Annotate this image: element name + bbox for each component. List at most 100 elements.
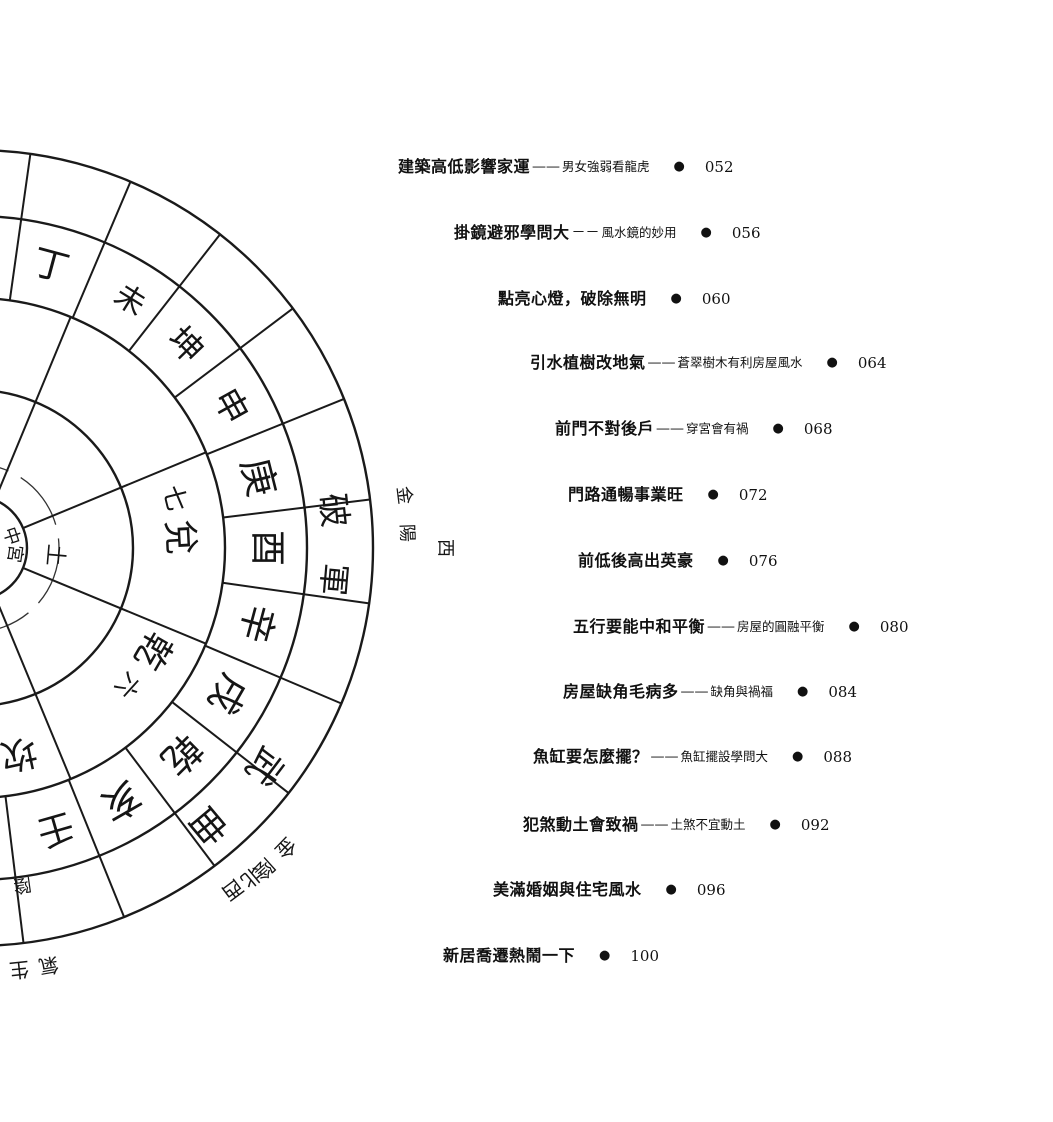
compass-char: 乾: [126, 625, 180, 677]
compass-spoke: [171, 701, 290, 794]
compass-char: 宮: [3, 543, 26, 564]
bullet-icon: ●: [700, 225, 712, 240]
compass-char: 陽: [396, 524, 418, 543]
compass-char: 六: [109, 667, 146, 704]
compass-ring: [0, 215, 309, 881]
toc-entry-title: 五行要能中和平衡: [573, 617, 706, 636]
toc-entry-title: 引水植樹改地氣: [530, 353, 646, 372]
compass-spoke: [0, 316, 72, 491]
compass-spoke: [204, 644, 342, 705]
compass-spoke: [67, 779, 126, 918]
compass-char: 七: [156, 482, 191, 515]
compass-char: 陰: [12, 873, 33, 896]
toc-entry[interactable]: 美滿婚姻與住宅風水●096: [493, 880, 726, 900]
toc-entry[interactable]: 點亮心燈，破除無明 ● 060: [498, 289, 731, 309]
compass-char: 亥: [94, 772, 149, 829]
compass-ring: [0, 149, 375, 947]
toc-entry-title: 建築高低影響家運: [398, 157, 531, 176]
bullet-icon: ●: [826, 355, 838, 370]
toc-entry-page: 080: [879, 618, 909, 636]
compass-char: 坤: [159, 319, 211, 371]
compass-spoke: [22, 566, 207, 645]
toc-entry-dash: ——: [656, 421, 685, 437]
toc-entry-subtitle: 穿宮會有禍: [686, 421, 749, 436]
toc-entry[interactable]: 新居喬遷熱鬧一下●100: [443, 946, 659, 966]
toc-entry[interactable]: 前門不對後戶——穿宮會有禍●068: [555, 419, 833, 439]
bullet-icon: ●: [599, 948, 611, 963]
toc-entry[interactable]: 房屋缺角毛病多——缺角與禍福●084: [563, 682, 857, 702]
compass-ring: [0, 390, 135, 706]
compass-char: 壬: [33, 804, 79, 853]
compass-char: 中: [0, 524, 24, 548]
compass-char: 申: [205, 382, 256, 431]
toc-entry-page: 096: [696, 881, 726, 899]
compass-char: 未: [108, 278, 152, 324]
compass-spoke: [206, 397, 345, 456]
bullet-icon: ●: [717, 553, 729, 568]
toc-entry-dash: ——: [640, 817, 669, 833]
bullet-icon: ●: [792, 749, 804, 764]
compass-char: 氣: [37, 952, 61, 979]
toc-entry-dash: ——: [707, 619, 736, 635]
toc-entry-subtitle: 缺角與禍福: [710, 684, 774, 699]
bullet-icon: ●: [848, 619, 860, 634]
compass-char: 乾: [152, 725, 210, 783]
compass-char: 戌: [199, 667, 256, 722]
compass-char: 坎: [0, 730, 41, 778]
compass-char: 庚: [232, 454, 284, 502]
toc-entry[interactable]: 掛鏡避邪學問大－－風水鏡的妙用●056: [454, 223, 761, 243]
toc-entry[interactable]: 五行要能中和平衡——房屋的圓融平衡●080: [573, 617, 909, 637]
compass-spoke: [222, 581, 370, 605]
toc-entry-subtitle: 土煞不宜動土: [670, 817, 746, 832]
toc-entry-title: 掛鏡避邪學問大: [454, 223, 570, 242]
toc-entry-title: 門路通暢事業旺: [568, 485, 684, 504]
compass-diagram: 中宮土兌七乾六坎庚酉辛戌乾亥壬丁未坤申破軍武曲金陽西金陰北西氣生陰: [0, 149, 456, 983]
compass-char: 破: [311, 491, 354, 529]
compass-rings: [0, 149, 375, 947]
toc-entry-dash: －－: [571, 225, 600, 241]
toc-entry-page: 072: [738, 486, 768, 504]
toc-entry-page: 084: [828, 683, 858, 701]
toc-entry-dash: ——: [647, 355, 676, 371]
compass-char: 辛: [231, 600, 283, 648]
compass-char: 兌: [158, 518, 201, 556]
toc-entry-subtitle: 蒼翠樹木有利房屋風水: [677, 355, 803, 370]
toc-entry-page: 092: [800, 816, 830, 834]
bullet-icon: ●: [673, 159, 685, 174]
toc-entry-page: 052: [704, 158, 734, 176]
bullet-icon: ●: [670, 291, 682, 306]
toc-entry[interactable]: 門路通暢事業旺●072: [568, 485, 768, 505]
toc-entry-subtitle: 男女強弱看龍虎: [562, 159, 650, 174]
toc-entry-title: 點亮心燈，破除無明: [498, 289, 647, 308]
toc-entry-page: 060: [701, 290, 731, 308]
toc-entry[interactable]: 前低後高出英豪 ● 076: [578, 551, 778, 571]
compass-spoke: [128, 233, 221, 352]
toc-entry-title: 魚缸要怎麼擺？: [533, 747, 649, 766]
toc-entry-page: 056: [731, 224, 761, 242]
toc-entry-title: 前低後高出英豪: [578, 551, 694, 570]
toc-entry[interactable]: 犯煞動土會致禍——土煞不宜動土●092: [523, 815, 830, 835]
toc-entry-page: 076: [748, 552, 778, 570]
toc-entry[interactable]: 魚缸要怎麼擺？——魚缸擺設學問大●088: [533, 747, 852, 767]
toc-entry-page: 068: [803, 420, 833, 438]
compass-char: 軍: [313, 562, 354, 597]
compass-spoke: [0, 605, 72, 780]
compass-char: 西: [435, 539, 456, 557]
toc-entry-dash: ——: [650, 749, 679, 765]
compass-ring: [0, 298, 227, 798]
compass-spoke: [71, 181, 132, 319]
toc-entry-title: 前門不對後戶: [555, 419, 655, 438]
compass-spoke: [174, 307, 294, 399]
compass-spoke: [124, 747, 216, 867]
toc-entry-title: 犯煞動土會致禍: [523, 815, 639, 834]
toc-entry-page: 100: [630, 947, 659, 965]
compass-char: 酉: [247, 530, 288, 566]
compass-char: 生: [8, 957, 30, 983]
compass-spoke: [223, 498, 371, 519]
compass-ring: [0, 501, 29, 595]
toc-entry[interactable]: 引水植樹改地氣——蒼翠樹木有利房屋風水●064: [530, 353, 887, 373]
bullet-icon: ●: [797, 684, 809, 699]
toc-entry[interactable]: 建築高低影響家運——男女強弱看龍虎●052: [398, 157, 734, 177]
compass-char: 武: [237, 739, 291, 792]
compass-spoke: [8, 153, 32, 301]
